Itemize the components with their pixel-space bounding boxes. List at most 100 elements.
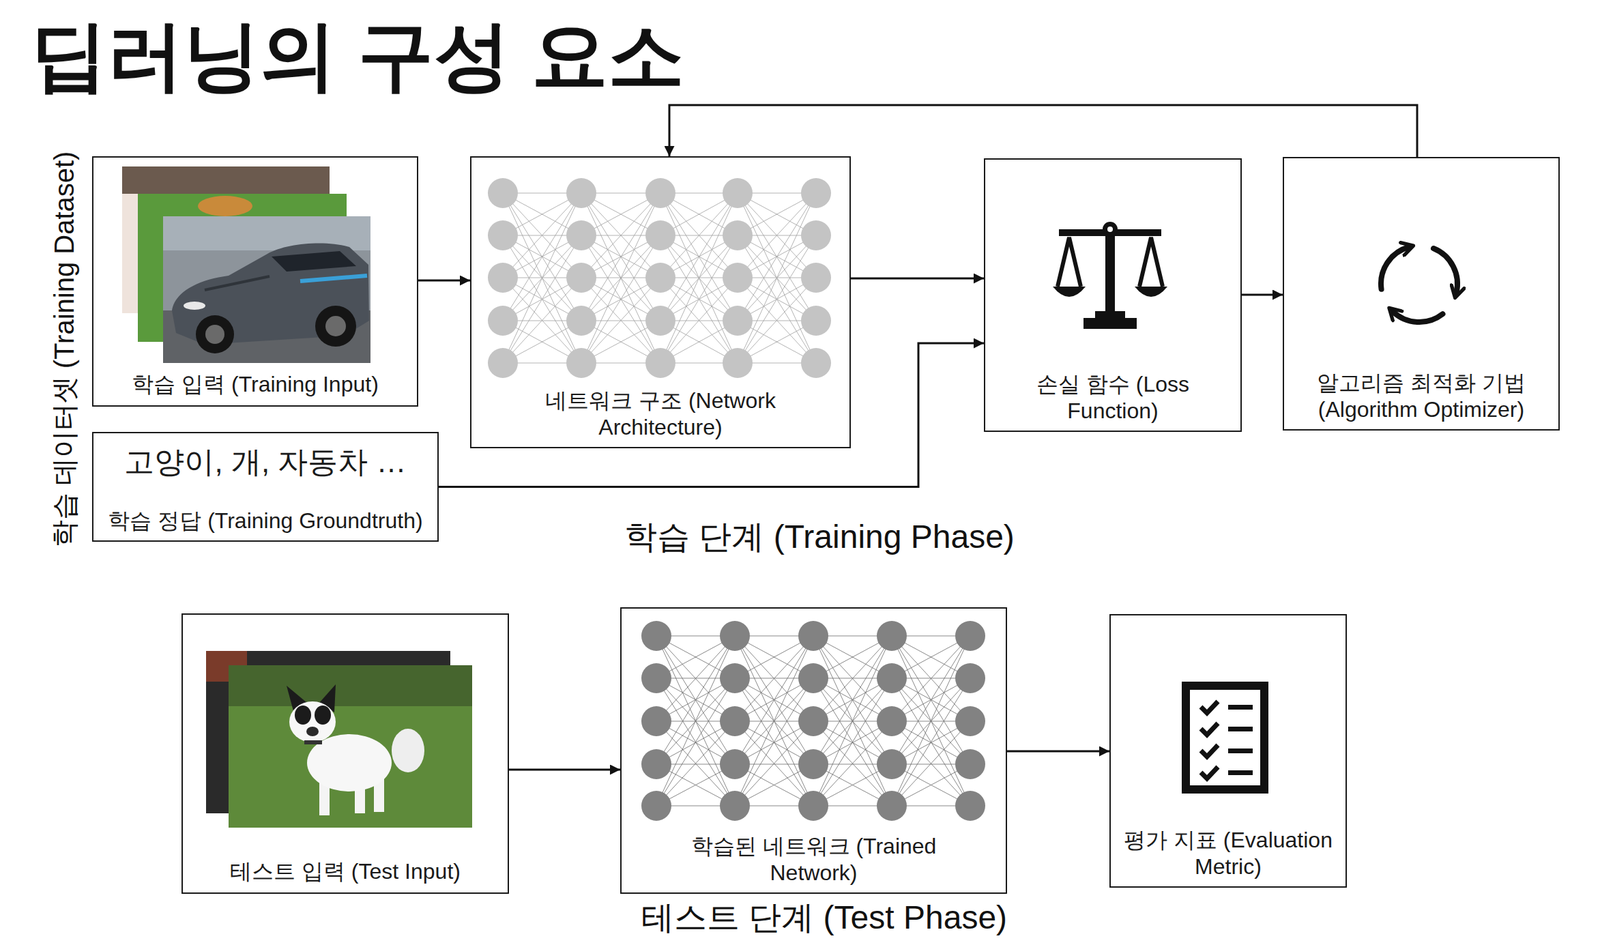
network-neuron xyxy=(955,790,986,821)
network-link xyxy=(502,235,582,363)
network-neuron xyxy=(719,663,750,694)
network-neuron xyxy=(645,262,676,293)
network-neuron xyxy=(722,262,753,293)
dog-collar xyxy=(304,740,323,745)
scale-base xyxy=(1083,317,1137,329)
network-neuron xyxy=(722,305,753,336)
network-neuron xyxy=(641,663,672,694)
node-label: 테스트 입력 (Test Input) xyxy=(229,858,461,885)
network-graphic xyxy=(641,620,986,821)
node-label: 네트워크 구조 (Network Architecture) xyxy=(510,387,811,441)
network-neuron xyxy=(719,749,750,780)
photo-middle-detail xyxy=(197,195,253,217)
photo-back-detail xyxy=(122,166,330,194)
network-neuron xyxy=(719,790,750,821)
network-link xyxy=(734,635,814,765)
network-link xyxy=(813,678,892,806)
network-neuron xyxy=(955,620,986,651)
network-link xyxy=(813,635,892,765)
test-images xyxy=(206,650,473,828)
network-neuron xyxy=(487,305,518,336)
network-link xyxy=(660,193,738,321)
network-link xyxy=(581,235,661,363)
class-list: 고양이, 개, 자동차 … xyxy=(124,444,406,481)
dog-nose xyxy=(306,726,319,737)
network-link xyxy=(581,193,661,321)
node-label: 학습된 네트워크 (Trained Network) xyxy=(670,833,958,886)
network-neuron xyxy=(801,220,832,251)
network-neuron xyxy=(487,347,518,378)
network-neuron xyxy=(487,220,518,251)
network-link xyxy=(734,678,814,806)
dog-tail xyxy=(391,728,425,773)
check-mark xyxy=(1200,701,1218,714)
cycle-arrow xyxy=(1380,246,1409,290)
network-neuron xyxy=(487,178,518,209)
cycle-arrow xyxy=(1433,248,1458,293)
network-neuron xyxy=(566,178,597,209)
network-link xyxy=(656,678,735,806)
network-link xyxy=(581,193,661,321)
dog-photo xyxy=(228,665,473,828)
network-link xyxy=(660,235,738,363)
check-line xyxy=(1228,748,1253,754)
scale-post xyxy=(1105,225,1115,318)
check-mark xyxy=(1200,745,1218,757)
network-neuron xyxy=(487,262,518,293)
network-neuron xyxy=(719,620,750,651)
groundtruth-box: 고양이, 개, 자동차 … 학습 정답 (Training Groundtruth… xyxy=(92,431,439,542)
network-neuron xyxy=(798,706,829,737)
network-neuron xyxy=(876,620,907,651)
network-neuron xyxy=(722,220,753,251)
network-neuron xyxy=(645,347,676,378)
node-label: 알고리즘 최적화 기법 (Algorithm Optimizer) xyxy=(1292,369,1551,423)
network-link xyxy=(581,235,661,363)
network-box: 학습된 네트워크 (Trained Network) xyxy=(620,607,1008,894)
cycle-icon xyxy=(1380,246,1458,323)
network-neuron xyxy=(876,706,907,737)
network-link xyxy=(502,193,582,321)
network-graphic xyxy=(487,178,832,378)
checklist-frame xyxy=(1185,685,1265,790)
loss-box: 손실 함수 (Loss Function) xyxy=(983,158,1242,432)
network-box: 네트워크 구조 (Network Architecture) xyxy=(470,156,851,449)
network-link xyxy=(737,235,817,363)
network-link xyxy=(656,635,735,765)
network-link xyxy=(813,678,892,806)
network-link xyxy=(660,193,738,321)
car-photo xyxy=(163,216,371,363)
network-neuron xyxy=(955,749,986,780)
network-neuron xyxy=(955,663,986,694)
network-neuron xyxy=(876,749,907,780)
network-neuron xyxy=(798,749,829,780)
network-neuron xyxy=(641,706,672,737)
scale-pan xyxy=(1052,286,1086,297)
network-link xyxy=(891,635,971,765)
check-line xyxy=(1228,770,1253,776)
flow-arrow xyxy=(850,277,984,280)
check-mark xyxy=(1200,723,1218,735)
flow-arrow xyxy=(1007,750,1110,753)
car-wheel xyxy=(315,305,357,347)
node-label: 평가 지표 (Evaluation Metric) xyxy=(1118,826,1338,880)
scale-pan xyxy=(1134,286,1168,297)
car-rim xyxy=(325,315,346,337)
network-neuron xyxy=(798,790,829,821)
network-neuron xyxy=(719,706,750,737)
network-neuron xyxy=(876,790,907,821)
node-label: 손실 함수 (Loss Function) xyxy=(993,371,1233,424)
network-link xyxy=(734,678,814,806)
network-link xyxy=(737,193,817,321)
network-link xyxy=(891,635,971,765)
network-neuron xyxy=(645,220,676,251)
network-neuron xyxy=(801,305,832,336)
group-label: 학습 데이터셋 (Training Dataset) xyxy=(47,151,81,548)
diagram-title: 딥러닝의 구성 요소 xyxy=(30,13,685,98)
phase-label: 학습 단계 (Training Phase) xyxy=(624,517,1015,557)
network-neuron xyxy=(566,305,597,336)
network-link xyxy=(891,678,971,806)
car-headlight xyxy=(183,301,206,310)
node-label: 학습 정답 (Training Groundtruth) xyxy=(107,507,423,534)
